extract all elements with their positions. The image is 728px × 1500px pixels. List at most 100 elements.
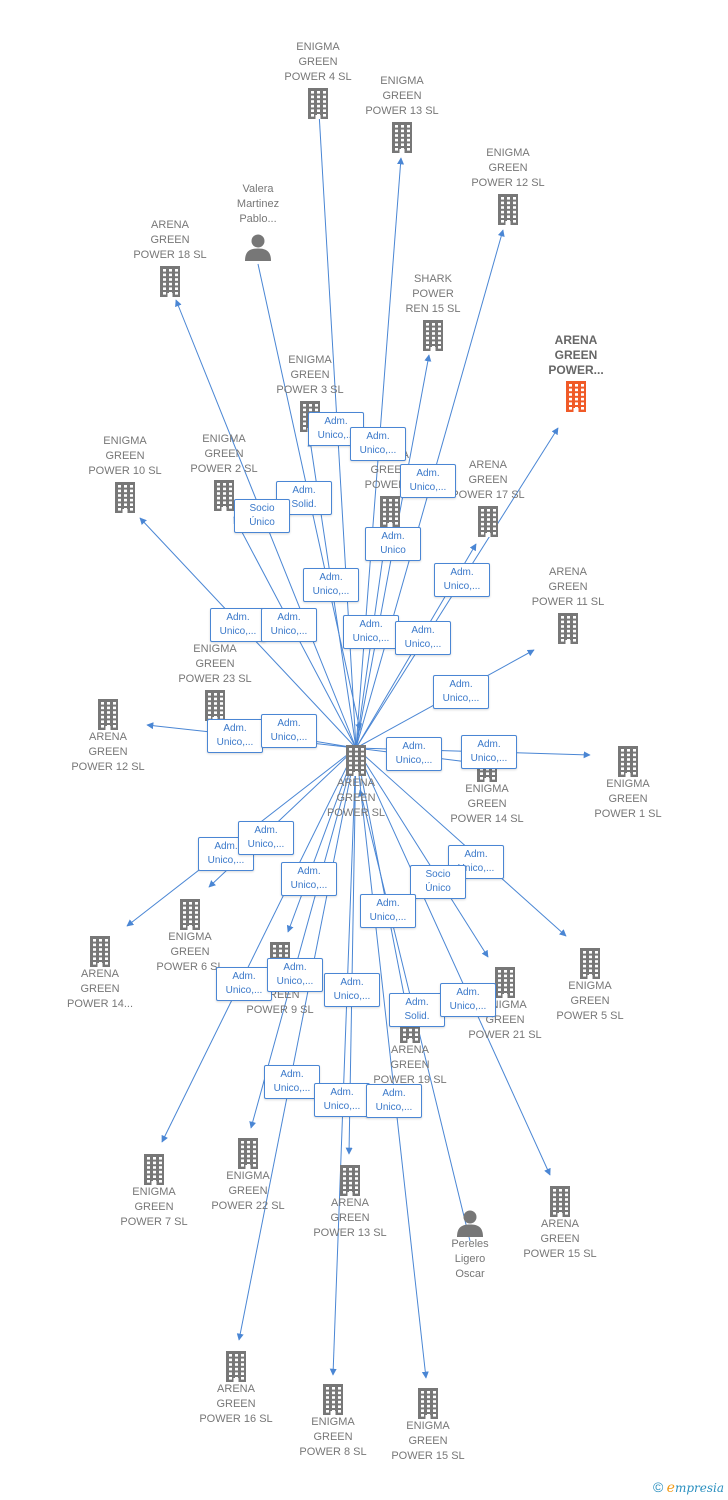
relation-label[interactable]: Adm. Unico,...: [207, 719, 263, 753]
company-node-n31[interactable]: ENIGMA GREEN POWER 15 SL: [378, 1385, 478, 1464]
node-label: ENIGMA GREEN POWER 5 SL: [556, 980, 624, 1022]
building-icon: [392, 122, 412, 153]
building-icon: [214, 480, 234, 511]
building-icon: [498, 194, 518, 225]
edge-arrow-n31: [355, 747, 429, 1379]
company-node-n29[interactable]: ARENA GREEN POWER 16 SL: [186, 1348, 286, 1427]
building-icon: [160, 266, 180, 297]
node-label: ENIGMA GREEN POWER 13 SL: [365, 75, 439, 117]
company-node-n19[interactable]: ARENA GREEN POWER 14...: [50, 933, 150, 1012]
node-label: ARENA GREEN POWER 18 SL: [133, 219, 207, 261]
node-label: ENIGMA GREEN POWER 8 SL: [299, 1416, 367, 1458]
building-icon: [180, 899, 200, 930]
edge-arrow-n22: [355, 747, 489, 958]
company-node-n6[interactable]: SHARK POWER REN 15 SL: [383, 272, 483, 351]
building-icon: [340, 1165, 360, 1196]
node-label: ENIGMA GREEN POWER 4 SL: [284, 41, 352, 83]
company-node-n21[interactable]: ENIGMA GREEN POWER 5 SL: [540, 945, 640, 1024]
company-node-n9[interactable]: ENIGMA GREEN POWER 10 SL: [75, 434, 175, 513]
company-node-n2[interactable]: ENIGMA GREEN POWER 13 SL: [352, 74, 452, 153]
company-node-n24[interactable]: ENIGMA GREEN POWER 7 SL: [104, 1151, 204, 1230]
relation-label[interactable]: Socio Único: [410, 865, 466, 899]
company-node-n14[interactable]: ARENA GREEN POWER 12 SL: [58, 696, 158, 775]
company-node-n15[interactable]: ENIGMA GREEN POWER 23 SL: [165, 642, 265, 721]
company-node-n18[interactable]: ENIGMA GREEN POWER 6 SL: [140, 896, 240, 975]
node-label: ARENA GREEN POWER 15 SL: [523, 1218, 597, 1260]
person-node-n4[interactable]: Valera Martinez Pablo...: [208, 182, 308, 261]
relation-label[interactable]: Adm. Unico,...: [461, 735, 517, 769]
company-node-n28[interactable]: ARENA GREEN POWER 15 SL: [510, 1183, 610, 1262]
company-node-n3[interactable]: ENIGMA GREEN POWER 12 SL: [458, 146, 558, 225]
relation-label[interactable]: Adm. Unico,...: [238, 821, 294, 855]
relation-label[interactable]: Adm. Unico,...: [440, 983, 496, 1017]
edge-arrow-n24: [161, 747, 357, 1143]
relation-label[interactable]: Adm. Solid.: [276, 481, 332, 515]
edge-arrow-n20: [286, 747, 357, 933]
company-node-n13[interactable]: ARENA GREEN POWER 11 SL: [518, 565, 618, 644]
node-label: ENIGMA GREEN POWER 23 SL: [178, 643, 252, 685]
relation-label[interactable]: Adm. Unico,...: [350, 427, 406, 461]
building-icon: [478, 506, 498, 537]
node-label: Pereles Ligero Oscar: [451, 1238, 489, 1280]
building-icon: [380, 496, 400, 527]
relation-label[interactable]: Adm. Unico,...: [216, 967, 272, 1001]
edge-arrow-n21: [355, 747, 567, 937]
relation-label[interactable]: Adm. Unico,...: [264, 1065, 320, 1099]
building-icon: [98, 699, 118, 730]
edge-arrow-n29: [236, 747, 357, 1341]
relation-label[interactable]: Adm. Unico,...: [400, 464, 456, 498]
relation-label[interactable]: Adm. Unico,...: [395, 621, 451, 655]
relation-label[interactable]: Adm. Unico,...: [261, 714, 317, 748]
node-label: ARENA GREEN POWER 19 SL: [373, 1044, 447, 1086]
company-node-n26[interactable]: ARENA GREEN POWER 13 SL: [300, 1162, 400, 1241]
relation-label[interactable]: Adm. Unico,...: [386, 737, 442, 771]
company-node-n10[interactable]: ENIGMA GREEN POWER 2 SL: [174, 432, 274, 511]
relation-label[interactable]: Socio Único: [234, 499, 290, 533]
node-label: ARENA GREEN POWER 12 SL: [71, 731, 145, 773]
relation-label[interactable]: Adm. Unico,...: [261, 608, 317, 642]
node-label: ARENA GREEN POWER 13 SL: [313, 1197, 387, 1239]
company-node-n22[interactable]: ENIGMA GREEN POWER 21 SL: [455, 964, 555, 1043]
building-icon: [618, 746, 638, 777]
relation-label[interactable]: Adm. Unico,...: [281, 862, 337, 896]
edge-arrow-n25: [249, 747, 357, 1129]
building-icon: [558, 613, 578, 644]
edge-arrow-n28: [355, 747, 551, 1176]
company-node-n1[interactable]: ENIGMA GREEN POWER 4 SL: [268, 40, 368, 119]
footer: © empresia: [653, 1479, 724, 1496]
relation-label[interactable]: Adm. Unico: [365, 527, 421, 561]
brand-logo[interactable]: empresia: [666, 1480, 724, 1496]
node-label: ARENA GREEN POWER 14...: [66, 968, 134, 1010]
company-node-n7[interactable]: ARENA GREEN POWER...: [526, 333, 626, 412]
node-label: ENIGMA GREEN POWER 2 SL: [190, 433, 258, 475]
node-label: ENIGMA GREEN POWER 1 SL: [594, 778, 662, 820]
relation-label[interactable]: Adm. Solid.: [389, 993, 445, 1027]
building-icon: [238, 1138, 258, 1169]
company-node-n25[interactable]: ENIGMA GREEN POWER 22 SL: [198, 1135, 298, 1214]
relation-label[interactable]: Adm. Unico,...: [434, 563, 490, 597]
node-label: ENIGMA GREEN POWER 15 SL: [391, 1420, 465, 1462]
node-label: Valera Martinez Pablo...: [236, 183, 280, 225]
building-icon: [90, 936, 110, 967]
relation-label[interactable]: Adm. Unico,...: [267, 958, 323, 992]
relation-label[interactable]: Adm. Unico,...: [303, 568, 359, 602]
relation-label[interactable]: Adm. Unico,...: [314, 1083, 370, 1117]
edge-arrow-n30: [329, 747, 357, 1376]
company-node-n12[interactable]: ARENA GREEN POWER 17 SL: [438, 458, 538, 537]
relation-label[interactable]: Adm. Unico,...: [360, 894, 416, 928]
relation-label[interactable]: Adm. Unico,...: [343, 615, 399, 649]
relation-label[interactable]: Adm. Unico,...: [433, 675, 489, 709]
company-node-n30[interactable]: ENIGMA GREEN POWER 8 SL: [283, 1381, 383, 1460]
building-icon: [308, 88, 328, 119]
node-label: ARENA GREEN POWER 17 SL: [451, 459, 525, 501]
building-icon: [205, 690, 225, 721]
relation-label[interactable]: Adm. Unico,...: [366, 1084, 422, 1118]
relation-label[interactable]: Adm. Unico,...: [210, 608, 266, 642]
company-node-n17[interactable]: ENIGMA GREEN POWER 1 SL: [578, 743, 678, 822]
person-icon: [245, 234, 271, 261]
company-node-c[interactable]: ARENA GREEN POWER SL: [306, 742, 406, 821]
person-node-n27[interactable]: Pereles Ligero Oscar: [420, 1203, 520, 1282]
company-node-n5[interactable]: ARENA GREEN POWER 18 SL: [120, 218, 220, 297]
relation-label[interactable]: Adm. Unico,...: [324, 973, 380, 1007]
building-icon: [115, 482, 135, 513]
